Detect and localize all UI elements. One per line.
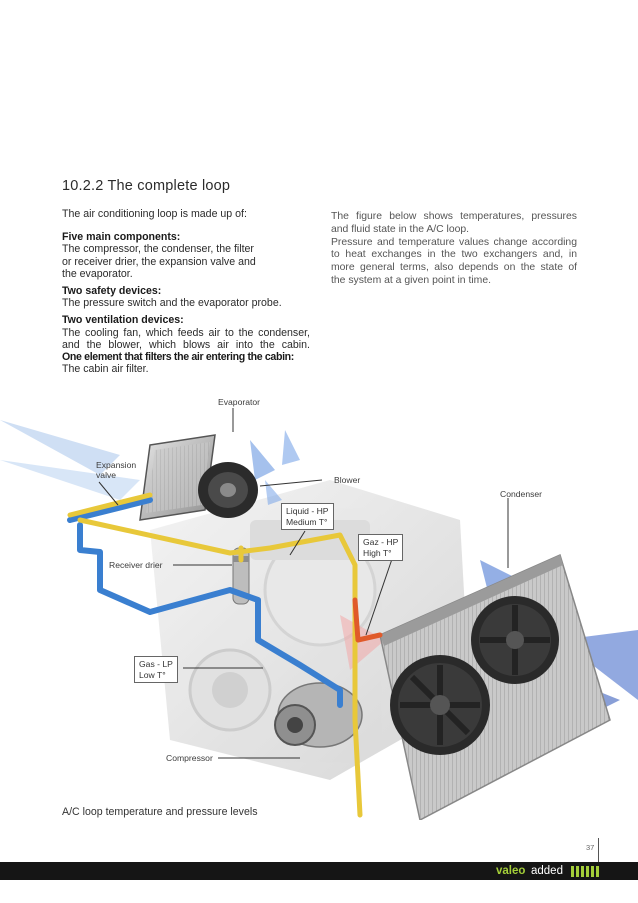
- low-pressure-line: [67, 497, 343, 708]
- main-components-heading: Five main components:: [62, 231, 181, 244]
- evaporator-unit: [139, 434, 216, 521]
- intro-text: The air conditioning loop is made up of:: [62, 208, 247, 220]
- liquid-line: [67, 492, 363, 818]
- main-components-line-3: the evaporator.: [62, 267, 133, 280]
- page-number-rule: [598, 838, 599, 862]
- compressor-label: Compressor: [166, 753, 213, 763]
- page-number: 37: [586, 843, 595, 852]
- main-components-line-2: or receiver drier, the expansion valve a…: [62, 255, 256, 268]
- ac-loop-diagram: [0, 408, 638, 820]
- safety-devices-heading: Two safety devices:: [62, 285, 162, 298]
- safety-devices-text: The pressure switch and the evaporator p…: [62, 297, 282, 310]
- description-line-2: and fluid state in the A/C loop.: [331, 223, 470, 235]
- brand-logo-text: valeo: [496, 865, 526, 877]
- section-title: 10.2.2 The complete loop: [62, 178, 231, 194]
- description-line-4: to heat exchanges in the two exchangers …: [331, 249, 577, 261]
- liquid-hp-state-box: Liquid - HP Medium T°: [281, 503, 334, 530]
- description-line-1: The figure below shows temperatures, pre…: [331, 211, 577, 222]
- liquid-hp-line-2: Medium T°: [286, 516, 328, 527]
- condenser-label: Condenser: [500, 489, 543, 499]
- figure-description: The figure below shows temperatures, pre…: [331, 211, 577, 288]
- gas-lp-line-2: Low T°: [139, 669, 166, 680]
- evaporator-label: Evaporator: [218, 397, 261, 407]
- filter-text: The cabin air filter.: [62, 363, 149, 376]
- gas-lp-line-1: Gas - LP: [139, 659, 173, 669]
- gas-hp-line-2: High T°: [363, 547, 392, 558]
- condenser-unit: [379, 553, 611, 820]
- footer-bar: [0, 862, 638, 880]
- brand-tagline: added: [531, 865, 563, 877]
- leader-lines: [98, 408, 509, 759]
- ventilation-line-1: The cooling fan, which feeds air to the …: [62, 326, 310, 339]
- description-line-6: the system at a given point in time.: [331, 274, 491, 286]
- expansion-valve-label-2: valve: [96, 470, 117, 480]
- gas-lp-state-box: Gas - LP Low T°: [134, 656, 178, 683]
- ventilation-line-2: and the blower, which blows air into the…: [62, 338, 310, 351]
- description-line-5: more general terms, also depends on the …: [331, 262, 577, 274]
- filter-heading: One element that filters the air enterin…: [62, 351, 294, 364]
- gas-hp-state-box: Gaz - HP High T°: [358, 534, 404, 561]
- ventilation-devices-heading: Two ventilation devices:: [62, 314, 184, 327]
- figure-caption: A/C loop temperature and pressure levels: [62, 806, 258, 818]
- blower-label: Blower: [334, 475, 361, 485]
- components-list: The air conditioning loop is made up of:…: [62, 208, 310, 375]
- receiver-drier-label: Receiver drier: [109, 560, 163, 570]
- expansion-valve-label-1: Expansion: [96, 460, 137, 470]
- blower-unit: [198, 462, 258, 518]
- gas-hp-line-1: Gaz - HP: [363, 537, 399, 547]
- brand-bars-icon: [571, 866, 603, 877]
- liquid-hp-line-1: Liquid - HP: [286, 506, 329, 516]
- main-components-line-1: The compressor, the condenser, the filte…: [62, 243, 254, 256]
- description-line-3: Pressure and temperature values change a…: [331, 236, 577, 248]
- hot-gas-line: [352, 597, 383, 643]
